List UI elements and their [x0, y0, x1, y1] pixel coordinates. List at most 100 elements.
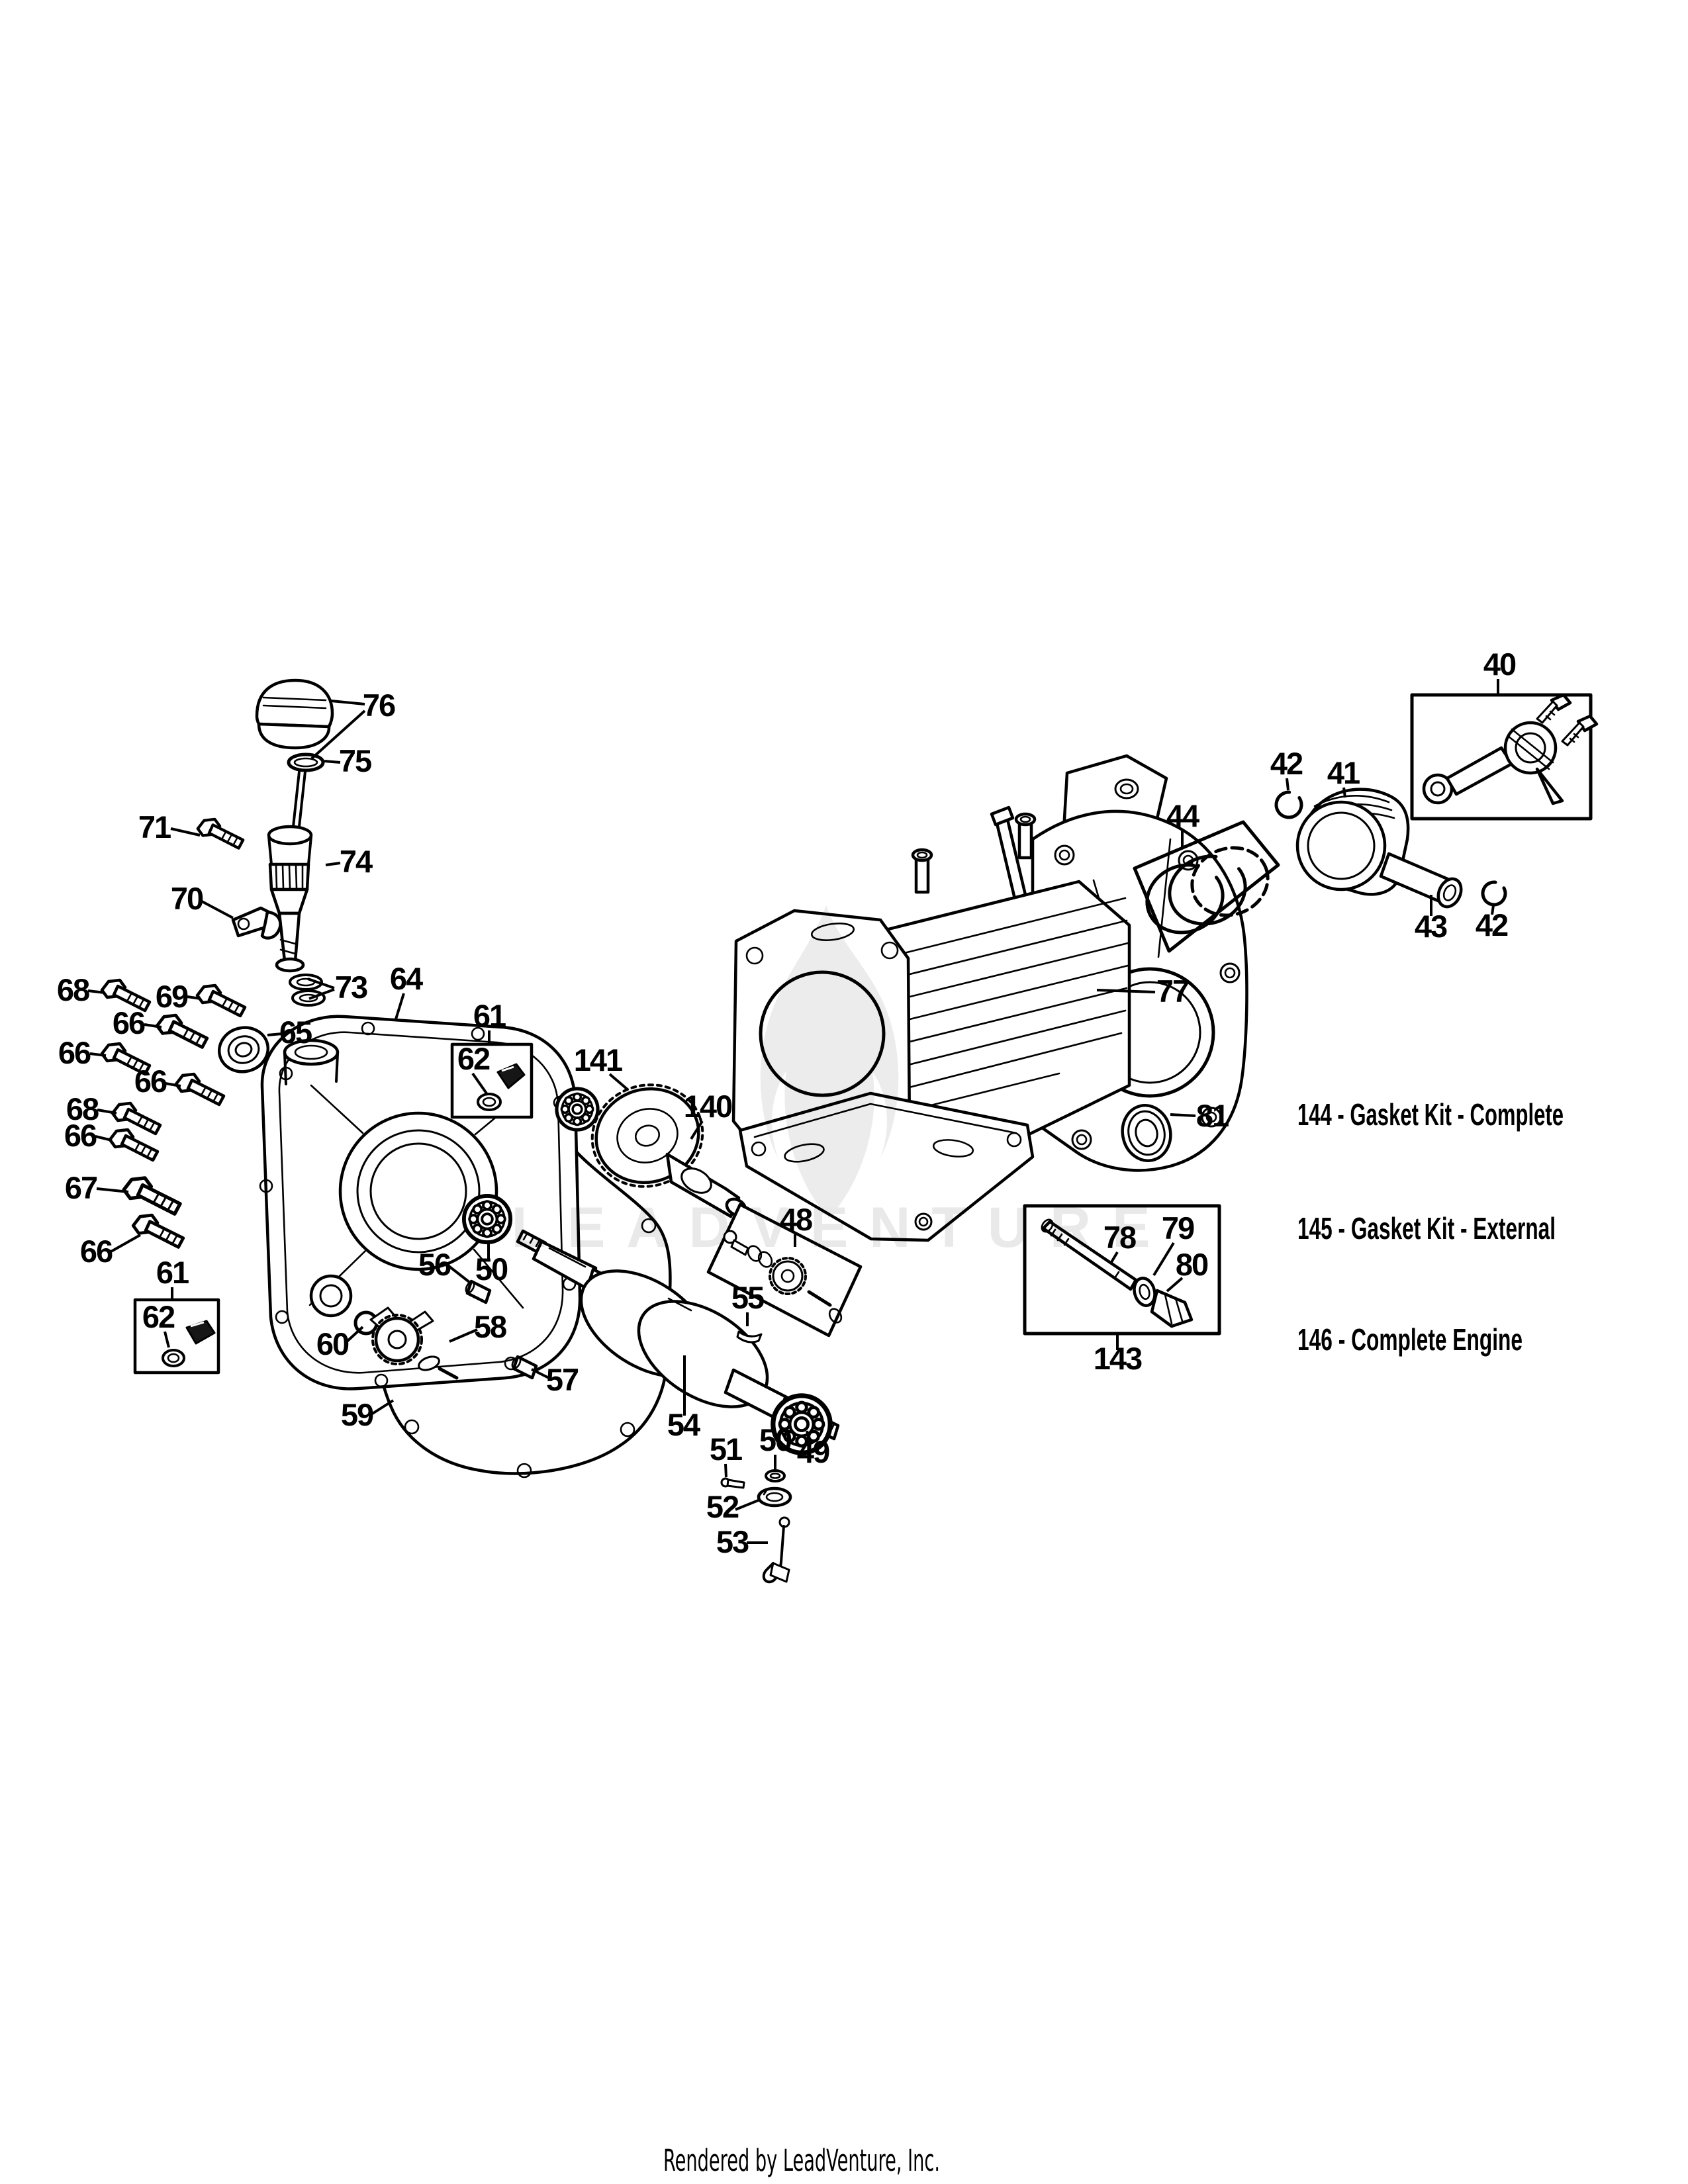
callout-leader-line [109, 1234, 141, 1253]
callout-leader-line [97, 1109, 117, 1115]
callout-leader-line [345, 1326, 364, 1343]
callout-68: 68 [66, 1091, 117, 1126]
callout-65: 65 [267, 1015, 313, 1050]
connecting-rod-kit-box [1410, 693, 1599, 821]
part-number-label: 56 [418, 1247, 451, 1282]
part-number-label: 44 [1166, 798, 1199, 833]
part-number-label: 40 [1483, 647, 1516, 682]
callout-leader-line [89, 1052, 107, 1057]
part-number-label: 73 [335, 970, 367, 1005]
reference-item-145: 145 - Gasket Kit - External [1297, 1211, 1556, 1246]
callout-leader-line [170, 827, 201, 837]
callout-64: 64 [390, 961, 424, 1022]
flange-bolt [113, 1103, 160, 1134]
part-number-label: 62 [457, 1041, 490, 1076]
oil-dipper-53 [762, 1516, 790, 1584]
watermark-text: LEADVENTURE [511, 1196, 1171, 1259]
callout-leader-line [87, 989, 105, 994]
callout-66: 66 [80, 1234, 141, 1269]
callout-55: 55 [731, 1280, 765, 1326]
callout-leader-line [735, 1498, 761, 1511]
part-number-label: 77 [1156, 974, 1189, 1009]
reference-item-146: 146 - Complete Engine [1297, 1322, 1523, 1357]
callout-43: 43 [1415, 895, 1448, 944]
crankshaft-bearing [464, 1196, 510, 1242]
part-number-label: 66 [58, 1035, 91, 1070]
snap-ring [1481, 880, 1507, 907]
part-number-label: 51 [710, 1432, 742, 1467]
part-number-label: 57 [546, 1362, 579, 1397]
part-number-label: 58 [474, 1309, 506, 1344]
callout-71: 71 [138, 809, 201, 844]
callout-73: 73 [307, 970, 369, 1005]
callout-leader-line [201, 900, 234, 919]
callout-leader-line [394, 993, 405, 1022]
governor-gear-kit-box [706, 1203, 863, 1338]
callout-66: 66 [58, 1035, 107, 1070]
callout-52: 52 [706, 1489, 761, 1524]
woodruff-key [736, 1330, 763, 1343]
callout-leader-line [324, 760, 341, 764]
part-number-label: 76 [363, 688, 395, 723]
callout-68: 68 [57, 972, 105, 1007]
callout-leader-line [1110, 1251, 1119, 1263]
flange-bolt [197, 985, 245, 1016]
part-number-label: 79 [1162, 1210, 1194, 1246]
callout-leader-line [1096, 989, 1156, 993]
part-number-label: 78 [1103, 1220, 1136, 1255]
part-number-label: 65 [279, 1015, 312, 1050]
callout-48: 48 [780, 1202, 814, 1247]
callout-leader-line [1491, 905, 1495, 915]
rod-bolt [1536, 693, 1572, 724]
callout-58: 58 [449, 1309, 508, 1344]
dipstick-assembly [198, 678, 334, 1007]
callout-leader-line [449, 1328, 478, 1343]
dipstick-cap [255, 678, 334, 729]
callout-61: 61 [156, 1255, 190, 1299]
callout-66: 66 [64, 1118, 113, 1153]
callout-56: 56 [418, 1247, 471, 1284]
callout-leader-line [330, 700, 365, 705]
part-number-label: 60 [316, 1326, 349, 1361]
part-number-label: 50 [475, 1251, 508, 1287]
callout-66: 66 [113, 1005, 162, 1040]
part-number-label: 53 [716, 1524, 749, 1559]
callout-61: 61 [473, 998, 507, 1044]
callout-60: 60 [316, 1326, 364, 1361]
callout-leader-line [1166, 1277, 1184, 1293]
callout-leader-line [308, 988, 335, 1000]
callout-50: 50 [759, 1422, 793, 1469]
part-number-label: 41 [1327, 755, 1360, 790]
spacer-nut [1150, 1289, 1194, 1328]
callout-leader-line [307, 978, 335, 989]
pin-51 [720, 1477, 745, 1489]
callout-leader-line [96, 1187, 129, 1193]
part-number-label: 61 [156, 1255, 189, 1290]
drain-plug-gasket [477, 1093, 502, 1111]
part-number-label: 66 [113, 1005, 145, 1040]
part-number-label: 81 [1196, 1098, 1229, 1133]
footer-credit: Rendered by LeadVenture, Inc. [663, 2143, 940, 2178]
callout-53: 53 [716, 1524, 768, 1559]
callout-77: 77 [1096, 974, 1190, 1009]
stud-kit-box [1023, 1204, 1221, 1336]
tube-washer [289, 974, 323, 991]
callout-leader-line [690, 1120, 704, 1140]
part-number-label: 66 [80, 1234, 113, 1269]
callout-leader-line [144, 1023, 162, 1028]
callout-59: 59 [341, 1397, 395, 1432]
part-number-label: 141 [574, 1042, 622, 1077]
dowel-pin [465, 1279, 492, 1304]
oil-fill-oring [287, 752, 325, 772]
callout-80: 80 [1166, 1247, 1209, 1293]
callout-leader-line [187, 995, 201, 1000]
part-number-label: 49 [797, 1434, 829, 1469]
callout-79: 79 [1152, 1210, 1196, 1277]
connecting-rod [1422, 693, 1599, 805]
callout-42: 42 [1476, 905, 1509, 942]
callout-44: 44 [1166, 798, 1201, 847]
part-number-label: 66 [64, 1118, 97, 1153]
piston-ring-set-box [1133, 820, 1280, 953]
callout-leader-line [370, 1399, 395, 1416]
